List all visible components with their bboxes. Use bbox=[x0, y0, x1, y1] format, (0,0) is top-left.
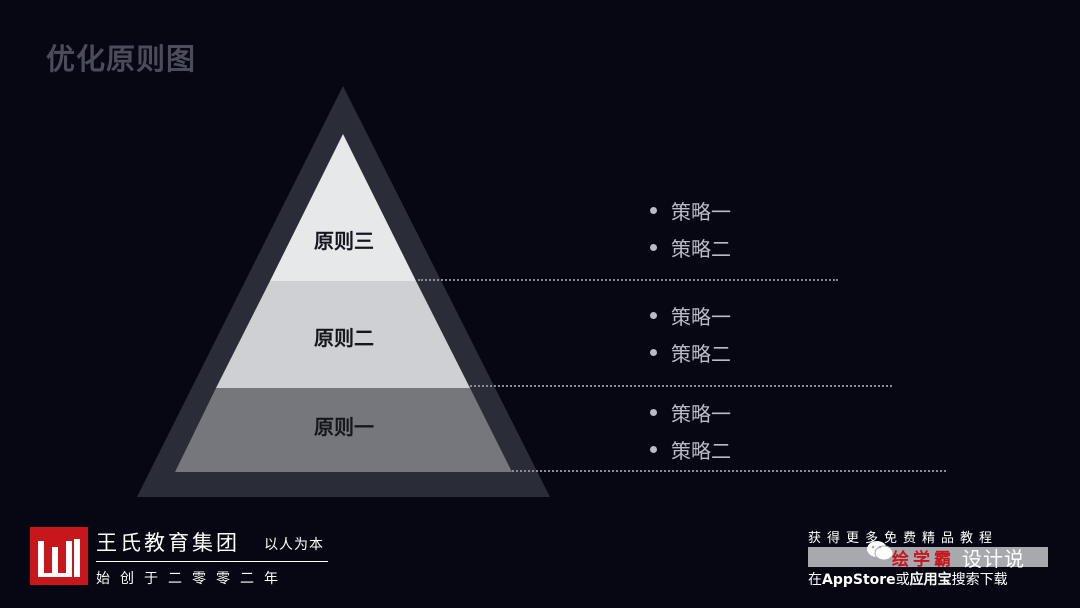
brand-name-red: 绘学霸 bbox=[892, 550, 955, 570]
pyramid-layer-bottom bbox=[175, 388, 512, 472]
layer-label-bottom: 原则一 bbox=[314, 415, 374, 439]
strategy-item: 策略二 bbox=[650, 435, 731, 464]
bullet-dot bbox=[650, 207, 657, 214]
download-mid: 或 bbox=[895, 572, 910, 588]
bullet-dot bbox=[650, 409, 657, 416]
founded-text: 始创于二零零二年 bbox=[96, 571, 288, 587]
strategy-label: 策略二 bbox=[671, 439, 731, 463]
footer-divider bbox=[96, 561, 328, 562]
download-suffix: 搜索下载 bbox=[951, 572, 1008, 588]
promo-text: 获得更多免费精品教程 bbox=[808, 531, 999, 546]
dotted-divider bbox=[512, 470, 946, 472]
company-logo bbox=[30, 527, 88, 585]
pyramid-layer-middle bbox=[216, 281, 470, 388]
strategy-label: 策略一 bbox=[671, 305, 731, 329]
strategy-label: 策略二 bbox=[671, 237, 731, 261]
strategy-item: 策略一 bbox=[650, 398, 731, 427]
org-name: 王氏教育集团 bbox=[96, 531, 240, 555]
strategy-label: 策略二 bbox=[671, 342, 731, 366]
download-instruction: 在AppStore或应用宝搜索下载 bbox=[808, 569, 1008, 589]
layer-label-top: 原则三 bbox=[314, 229, 374, 253]
wechat-icon bbox=[867, 541, 894, 561]
bullet-dot bbox=[650, 244, 657, 251]
layer-label-middle: 原则二 bbox=[314, 326, 374, 350]
slide-title: 优化原则图 bbox=[46, 42, 197, 76]
strategy-item: 策略二 bbox=[650, 338, 731, 367]
org-motto: 以人为本 bbox=[264, 537, 324, 553]
strategy-label: 策略一 bbox=[671, 200, 731, 224]
bullet-dot bbox=[650, 446, 657, 453]
yingyongbao-label: 应用宝 bbox=[909, 572, 952, 588]
logo-w-icon bbox=[38, 539, 80, 577]
strategy-item: 策略一 bbox=[650, 301, 731, 330]
strategy-item: 策略二 bbox=[650, 233, 731, 262]
appstore-label: AppStore bbox=[822, 572, 896, 588]
dotted-divider bbox=[418, 279, 838, 281]
brand-name-white: 设计说 bbox=[962, 547, 1025, 571]
bullet-dot bbox=[650, 312, 657, 319]
strategy-item: 策略一 bbox=[650, 196, 731, 225]
dotted-divider bbox=[470, 385, 892, 387]
bullet-dot bbox=[650, 349, 657, 356]
download-prefix: 在 bbox=[808, 572, 822, 588]
pyramid-layer-top bbox=[270, 134, 416, 281]
strategy-label: 策略一 bbox=[671, 402, 731, 426]
